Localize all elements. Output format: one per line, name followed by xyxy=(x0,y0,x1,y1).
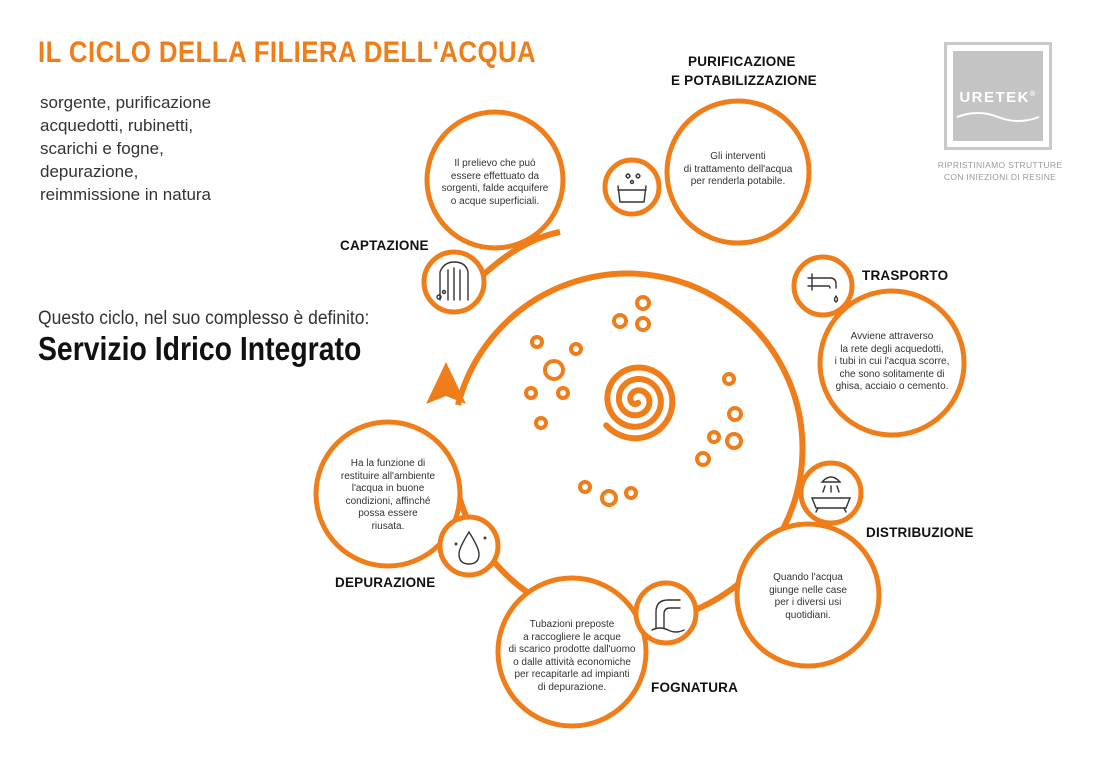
description-line: ghisa, acciaio o cemento. xyxy=(835,381,949,392)
description-line: Tubazioni preposte xyxy=(529,619,615,630)
sewer-pipe-icon xyxy=(651,599,685,633)
description-line: possa essere xyxy=(358,508,418,519)
bubble-icon xyxy=(569,342,583,356)
description-line: Avviene attraverso xyxy=(850,331,934,342)
shower-bathtub-icon xyxy=(810,476,852,513)
description-line: essere effettuato da xyxy=(450,170,540,182)
depurazione-icon-circle xyxy=(437,514,501,578)
purificazione-bubble xyxy=(664,98,812,246)
bubble-icon xyxy=(635,295,651,311)
bubble-icon xyxy=(543,359,565,381)
depurazione-description: Ha la funzione di restituire all'ambient… xyxy=(333,458,443,533)
uretek-logo: URETEK® xyxy=(944,42,1052,150)
bubble-icon xyxy=(722,372,736,386)
spiral-icon xyxy=(603,364,676,442)
stage-label-depurazione: DEPURAZIONE xyxy=(335,575,436,590)
description-line: di trattamento dell'acqua xyxy=(683,163,793,175)
description-line: per i diversi usi xyxy=(774,597,842,608)
description-line: la rete degli acquedotti, xyxy=(840,343,944,355)
cycle-arrow-icon xyxy=(426,362,466,404)
stage-label-potabilizzazione: E POTABILIZZAZIONE xyxy=(671,73,817,88)
distribuzione-description: Quando l'acqua giunge nelle case per i d… xyxy=(753,572,863,622)
description-line: per recapitarle ad impianti xyxy=(514,669,630,680)
service-name: Servizio Idrico Integrato xyxy=(38,330,362,367)
lead-text: Questo ciclo, nel suo complesso è defini… xyxy=(38,308,370,329)
description-line: condizioni, affinché xyxy=(345,495,431,507)
bubble-icon xyxy=(534,416,548,430)
subtitle-line: scarichi e fogne, xyxy=(40,139,164,158)
description-line: l'acqua in buone xyxy=(351,483,425,494)
description-line: che sono solitamente di xyxy=(839,368,945,380)
stage-label-trasporto: TRASPORTO xyxy=(862,268,949,283)
description-line: Il prelievo che può xyxy=(454,158,536,169)
subtitle-line: acquedotti, rubinetti, xyxy=(40,116,194,135)
logo-tagline: CON INIEZIONI DI RESINE xyxy=(943,172,1057,182)
logo-brand-text: URETEK xyxy=(959,89,1030,106)
subtitle-line: sorgente, purificazione xyxy=(40,93,212,112)
logo-brand: URETEK® xyxy=(953,89,1043,106)
description-line: a raccogliere le acque xyxy=(523,631,621,643)
subtitle-line: reimmissione in natura xyxy=(40,185,212,204)
fognatura-bubble xyxy=(495,575,649,729)
bubble-icon xyxy=(612,313,628,329)
bubble-icon xyxy=(600,489,618,507)
bubble-icon xyxy=(578,480,592,494)
logo-registered-mark: ® xyxy=(1030,91,1037,98)
bubble-icon xyxy=(530,335,544,349)
logo-wave-icon xyxy=(956,112,1040,122)
bubble-icon xyxy=(524,386,538,400)
cycle-connector xyxy=(477,229,561,281)
bubble-icon xyxy=(725,432,743,450)
stage-label-purificazione: PURIFICAZIONE xyxy=(688,54,796,69)
purification-tank-icon xyxy=(617,173,647,203)
description-line: quotidiani. xyxy=(785,609,831,621)
distribuzione-bubble xyxy=(734,521,882,669)
description-line: per renderla potabile. xyxy=(690,176,786,187)
description-line: Ha la funzione di xyxy=(350,458,426,469)
page-title: IL CICLO DELLA FILIERA DELL'ACQUA xyxy=(38,36,537,69)
depurazione-bubble xyxy=(313,419,463,569)
description-line: i tubi in cui l'acqua scorre, xyxy=(834,356,950,367)
description-line: Gli interventi xyxy=(710,151,766,162)
distribuzione-icon-circle xyxy=(798,460,864,526)
water-drop-icon xyxy=(454,530,487,565)
bubble-icon xyxy=(707,430,721,444)
stage-label-captazione: CAPTAZIONE xyxy=(340,238,429,253)
stage-label-distribuzione: DISTRIBUZIONE xyxy=(866,525,974,540)
fognatura-icon-circle xyxy=(633,580,699,646)
description-line: Quando l'acqua xyxy=(773,572,843,583)
logo-tagline: RIPRISTINIAMO STRUTTURE xyxy=(937,160,1063,170)
description-line: o dalle attività economiche xyxy=(513,656,631,668)
bubble-icon xyxy=(727,406,743,422)
trasporto-bubble xyxy=(817,288,967,438)
faucet-icon xyxy=(807,273,839,303)
fognatura-description: Tubazioni preposte a raccogliere le acqu… xyxy=(502,619,642,694)
waterfall-icon xyxy=(436,261,469,301)
description-line: o acque superficiali. xyxy=(450,195,540,207)
description-line: di depurazione. xyxy=(537,681,607,693)
captazione-bubble xyxy=(424,109,566,251)
bubble-icon xyxy=(556,386,570,400)
purificazione-description: Gli interventi di trattamento dell'acqua… xyxy=(676,151,800,189)
captazione-description: Il prelievo che può essere effettuato da… xyxy=(435,158,555,208)
bubble-icon xyxy=(695,451,711,467)
description-line: restituire all'ambiente xyxy=(340,470,436,482)
trasporto-description: Avviene attraverso la rete degli acquedo… xyxy=(827,331,957,394)
description-line: giunge nelle case xyxy=(769,584,847,596)
description-line: riusata. xyxy=(371,520,405,532)
logo-background: URETEK® xyxy=(953,51,1043,141)
description-line: sorgenti, falde acquifere xyxy=(441,183,549,194)
stage-label-fognatura: FOGNATURA xyxy=(651,680,739,695)
bubble-icon xyxy=(635,316,651,332)
description-line: di scarico prodotte dall'uomo xyxy=(508,644,636,655)
bubble-icon xyxy=(624,486,638,500)
purificazione-icon-circle xyxy=(602,157,662,217)
subtitle-line: depurazione, xyxy=(40,162,139,181)
